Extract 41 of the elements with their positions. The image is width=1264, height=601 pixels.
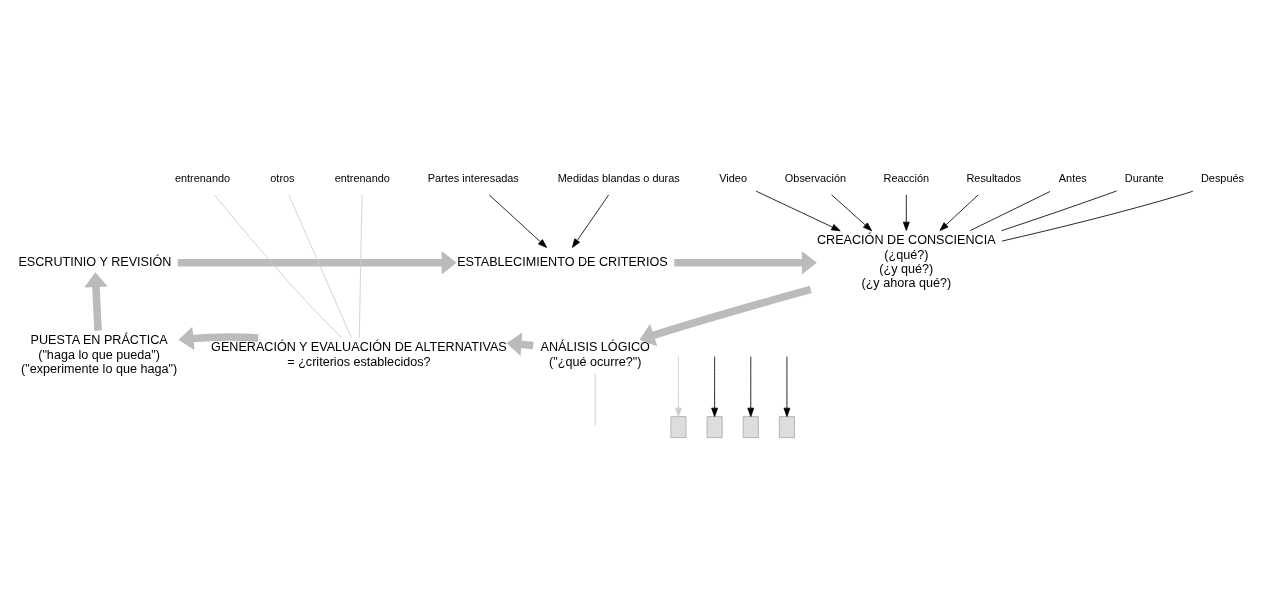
node-box [778,415,795,438]
node-text: Antes [1058,171,1087,184]
node-text: ESCRUTINIO Y REVISIÓN [18,254,172,269]
arrow [939,194,979,231]
node-text: CREACIÓN DE CONSCIENCIA (¿qué?) (¿y qué?) (¿y ahora qué?) [817,232,996,290]
node-text: GENERACIÓN Y EVALUACIÓN DE ALTERNATIVAS = ¿criterios establecidos? [211,339,507,369]
connector [969,190,1051,231]
node-text: Después [1200,171,1245,184]
arrow [572,194,610,248]
arrow [783,355,791,417]
node-text: ANÁLISIS LÓGICO ("¿qué ocurre?") [540,339,650,369]
arrow [488,194,548,248]
node-box [742,415,759,438]
arrow [902,194,910,231]
arrow [711,355,718,417]
node-text: Medidas blandas o duras [557,171,680,184]
node-text: PUESTA EN PRÁCTICA ("haga lo que pueda") ("experimente lo que haga") [21,332,178,376]
arrow [675,355,682,417]
arrow [755,190,841,231]
node-box [670,415,687,438]
node-text: Video [719,171,747,184]
connector [288,194,352,338]
node-box [706,415,723,438]
arrow [178,326,259,350]
connector [1001,190,1118,231]
arrow [831,193,873,231]
node-text: otros [270,171,295,184]
node-text: entrenando [334,171,390,184]
arrow [747,355,755,417]
node-text: Resultados [966,171,1022,184]
node-text: Observación [784,171,847,184]
arrow [639,285,812,346]
node-text: Partes interesadas [427,171,519,184]
connector [358,194,363,338]
node-text: ESTABLECIMIENTO DE CRITERIOS [457,254,668,269]
node-text: Reacción [883,171,930,184]
node-text: entrenando [174,171,231,184]
node-text: Durante [1124,171,1164,184]
connector [213,193,343,338]
connector [1001,190,1194,241]
arrow [84,271,108,331]
